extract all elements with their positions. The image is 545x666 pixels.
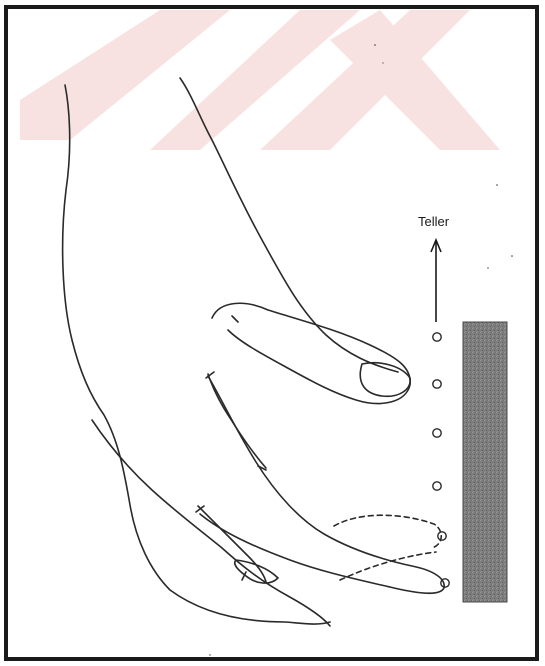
- marker-dot: [433, 429, 441, 437]
- knuckle-line: [208, 374, 266, 468]
- index-fingertip: [334, 515, 441, 548]
- teller-label: Teller: [418, 214, 450, 229]
- hand-drawing: [63, 78, 445, 626]
- hand-outline-left: [63, 85, 330, 624]
- marker-dot: [433, 380, 441, 388]
- pad-bar: [463, 322, 507, 602]
- marker-dot: [433, 482, 441, 490]
- watermark: [20, 10, 500, 150]
- up-arrow-icon: [431, 240, 441, 322]
- index-finger-dashed: [340, 552, 436, 580]
- marker-dot: [433, 333, 441, 341]
- lower-finger-inner: [198, 506, 266, 582]
- marker-dots: [433, 333, 449, 587]
- crease-2: [206, 372, 214, 378]
- crease-1: [232, 316, 238, 322]
